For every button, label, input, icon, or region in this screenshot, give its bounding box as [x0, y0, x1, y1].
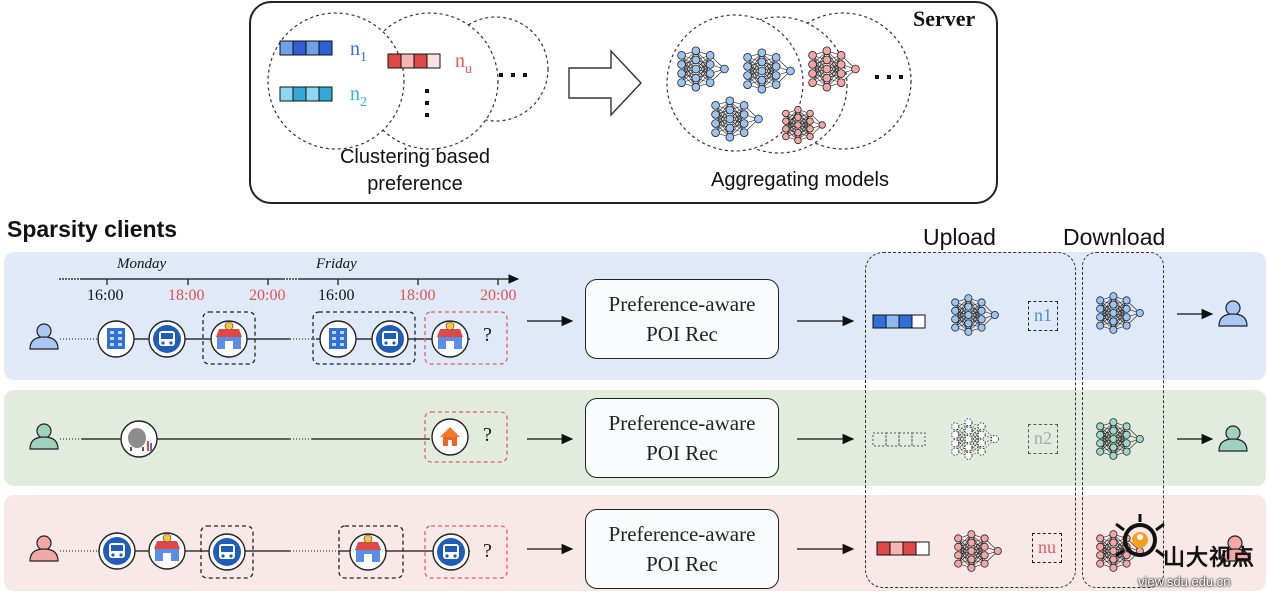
clustering-label: Clustering based preference — [317, 144, 513, 198]
rec-box-line2: POI Rec — [646, 322, 718, 346]
watermark-brand: 山大视点 — [1163, 545, 1256, 570]
server-diagram: n1 n2 nu — [267, 12, 912, 154]
client-row-blue — [29, 274, 1248, 365]
client-row-green — [29, 411, 1248, 463]
upload-pref-bar-green — [872, 432, 926, 447]
rec-box-line1: Preference-aware — [608, 522, 756, 546]
user-icon-blue — [29, 323, 59, 350]
poi-shop-icon — [349, 533, 387, 571]
clients-title: Sparsity clients — [7, 216, 178, 242]
poi-bus-icon — [208, 533, 246, 571]
rec-box-line2: POI Rec — [646, 552, 718, 576]
pref-bar-n1 — [279, 40, 333, 56]
clustering-label-line2: preference — [367, 173, 463, 195]
poi-home-icon — [431, 418, 469, 456]
client-row-red — [29, 525, 1250, 579]
rec-box-3: Preference-aware POI Rec — [585, 509, 779, 589]
neural-net-icon — [951, 294, 999, 336]
server-model-dots — [875, 75, 903, 79]
upload-tag-nu: nu — [1032, 533, 1062, 563]
poi-building-icon — [97, 320, 135, 358]
neural-net-icon — [782, 105, 826, 145]
poi-bus-icon — [148, 320, 186, 358]
rec-box-line2: POI Rec — [646, 441, 718, 465]
watermark-url: view.sdu.edu.cn — [1138, 574, 1231, 589]
question-mark: ? — [483, 540, 492, 562]
server-arrow-icon — [568, 49, 642, 117]
upload-tag-n1: n1 — [1028, 301, 1058, 331]
neural-net-icon — [743, 48, 795, 94]
neural-net-icons — [677, 46, 860, 145]
neural-net-icon — [808, 46, 860, 92]
poi-shop-icon — [431, 320, 469, 358]
poi-bus-icon — [371, 320, 409, 358]
question-mark: ? — [483, 324, 492, 346]
poi-museum-icon — [120, 420, 158, 458]
time-label: 20:00 — [249, 287, 286, 304]
poi-bus-icon — [432, 533, 470, 571]
poi-shop-icon — [210, 320, 248, 358]
neural-net-icon — [1096, 418, 1144, 460]
download-region — [1082, 252, 1164, 588]
rec-box-line1: Preference-aware — [608, 292, 756, 316]
upload-tag-n2: n2 — [1028, 424, 1058, 454]
neural-net-icon — [951, 418, 999, 460]
rec-box-2: Preference-aware POI Rec — [585, 398, 779, 478]
upload-tag-text: n2 — [1034, 428, 1052, 448]
ellipsis-dots — [425, 73, 527, 117]
upload-label: Upload — [923, 224, 996, 250]
pref-bar-nu — [387, 53, 441, 69]
neural-net-icon — [677, 46, 729, 92]
neural-net-icon — [1096, 292, 1144, 334]
server-title: Server — [913, 6, 976, 31]
question-mark: ? — [483, 424, 492, 446]
pref-bar-n2 — [279, 86, 333, 102]
poi-bus-icon — [98, 532, 136, 570]
upload-tag-text: nu — [1038, 537, 1056, 557]
clustering-label-line1: Clustering based — [339, 146, 491, 168]
aggregating-label: Aggregating models — [711, 169, 889, 191]
user-icon-green — [1218, 425, 1248, 452]
download-label: Download — [1063, 224, 1166, 250]
user-icon-blue — [1218, 300, 1248, 327]
time-label: 16:00 — [87, 287, 124, 304]
user-icon-red — [29, 535, 59, 562]
neural-net-icon — [954, 530, 1002, 572]
time-label: 18:00 — [168, 287, 205, 304]
timeline-day-friday: Friday — [316, 256, 357, 272]
rec-box-line1: Preference-aware — [608, 411, 756, 435]
poi-building-icon — [319, 320, 357, 358]
time-label: 18:00 — [399, 287, 436, 304]
watermark-logo-icon — [1115, 514, 1165, 558]
upload-region — [865, 252, 1076, 588]
upload-pref-bar-red — [876, 541, 930, 556]
user-icon-green — [29, 423, 59, 450]
timeline-ticks — [106, 279, 499, 285]
upload-tag-text: n1 — [1034, 305, 1052, 325]
poi-shop-icon — [148, 532, 186, 570]
time-label: 16:00 — [318, 287, 355, 304]
timeline-day-monday: Monday — [117, 256, 167, 272]
client-neural-net-icons — [951, 292, 1144, 572]
upload-pref-bar-blue — [872, 314, 926, 329]
neural-net-icon — [711, 96, 763, 142]
time-label: 20:00 — [480, 287, 517, 304]
rec-box-1: Preference-aware POI Rec — [585, 279, 779, 359]
